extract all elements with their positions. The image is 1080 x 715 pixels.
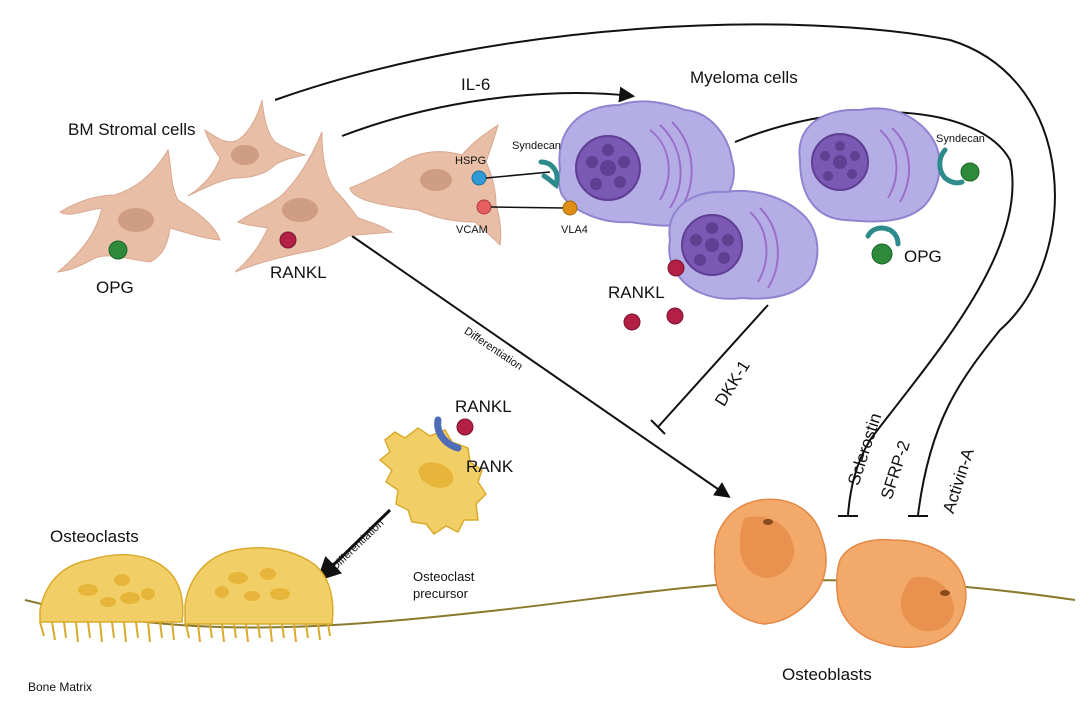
myeloma-cell-1 bbox=[557, 100, 735, 227]
rankl-ligand-stromal bbox=[279, 231, 297, 249]
osteoclast-precursor-label: Osteoclast precursor bbox=[413, 569, 475, 601]
syndecan-receptor-1 bbox=[538, 159, 560, 190]
bone-matrix-label: Bone Matrix bbox=[28, 680, 93, 694]
vla4-label: VLA4 bbox=[561, 224, 588, 236]
osteoclast-cell-1 bbox=[39, 554, 184, 643]
syndecan-label-1: Syndecan bbox=[512, 140, 561, 152]
osteoclasts-label: Osteoclasts bbox=[50, 527, 139, 546]
syndecan-label-2: Syndecan bbox=[936, 133, 985, 145]
vcam-vla4-link bbox=[490, 206, 566, 209]
vcam-receptor bbox=[476, 199, 492, 215]
dkk1-inhibit-line bbox=[657, 304, 769, 428]
osteoclast-precursor-cell bbox=[378, 427, 487, 536]
osteoblasts-label: Osteoblasts bbox=[782, 665, 872, 684]
opg-ligand-stromal bbox=[108, 240, 128, 260]
rankl-soluble-2 bbox=[623, 313, 641, 331]
myeloma-cells-label: Myeloma cells bbox=[690, 68, 798, 87]
rankl-ligand-precursor bbox=[456, 418, 474, 436]
rankl-label-myeloma: RANKL bbox=[608, 283, 665, 302]
hspg-syndecan-link bbox=[485, 171, 551, 179]
syndecan-receptor-2 bbox=[937, 147, 965, 186]
il6-label: IL-6 bbox=[461, 75, 491, 94]
rank-label: RANK bbox=[466, 457, 514, 476]
opg-ligand-myeloma-2 bbox=[871, 243, 893, 265]
differentiation-arrow-osteoclast bbox=[316, 508, 392, 582]
osteoclast-cell-2 bbox=[184, 547, 334, 643]
vcam-label: VCAM bbox=[456, 224, 488, 236]
stromal-cell-4 bbox=[349, 123, 502, 247]
differentiation-arrow-osteoblast bbox=[351, 235, 731, 498]
opg-ligand-myeloma-1 bbox=[960, 162, 980, 182]
stromal-to-osteoblast-arc bbox=[274, 23, 1056, 516]
syndecan-receptor-3 bbox=[865, 225, 901, 247]
hspg-receptor bbox=[471, 170, 487, 186]
rankl-soluble-1 bbox=[667, 259, 685, 277]
stromal-cell-1 bbox=[56, 148, 221, 273]
rankl-label-precursor: RANKL bbox=[455, 397, 512, 416]
osteoblast-cell-2 bbox=[835, 538, 967, 648]
myeloma-cell-3 bbox=[798, 107, 941, 223]
rank-receptor bbox=[434, 416, 462, 452]
rankl-soluble-3 bbox=[666, 307, 684, 325]
stromal-cell-2 bbox=[187, 99, 307, 197]
osteoblast-cell-1 bbox=[713, 498, 827, 625]
rankl-label-stromal: RANKL bbox=[270, 263, 327, 282]
bm-stromal-cells-label: BM Stromal cells bbox=[68, 120, 196, 139]
opg-label-right: OPG bbox=[904, 247, 942, 266]
stromal-cell-3 bbox=[234, 131, 394, 273]
hspg-label: HSPG bbox=[455, 155, 487, 167]
myeloma-cell-2 bbox=[668, 189, 819, 300]
opg-label-left: OPG bbox=[96, 278, 134, 297]
vla4-receptor bbox=[562, 200, 578, 216]
il6-arrow bbox=[341, 86, 636, 137]
